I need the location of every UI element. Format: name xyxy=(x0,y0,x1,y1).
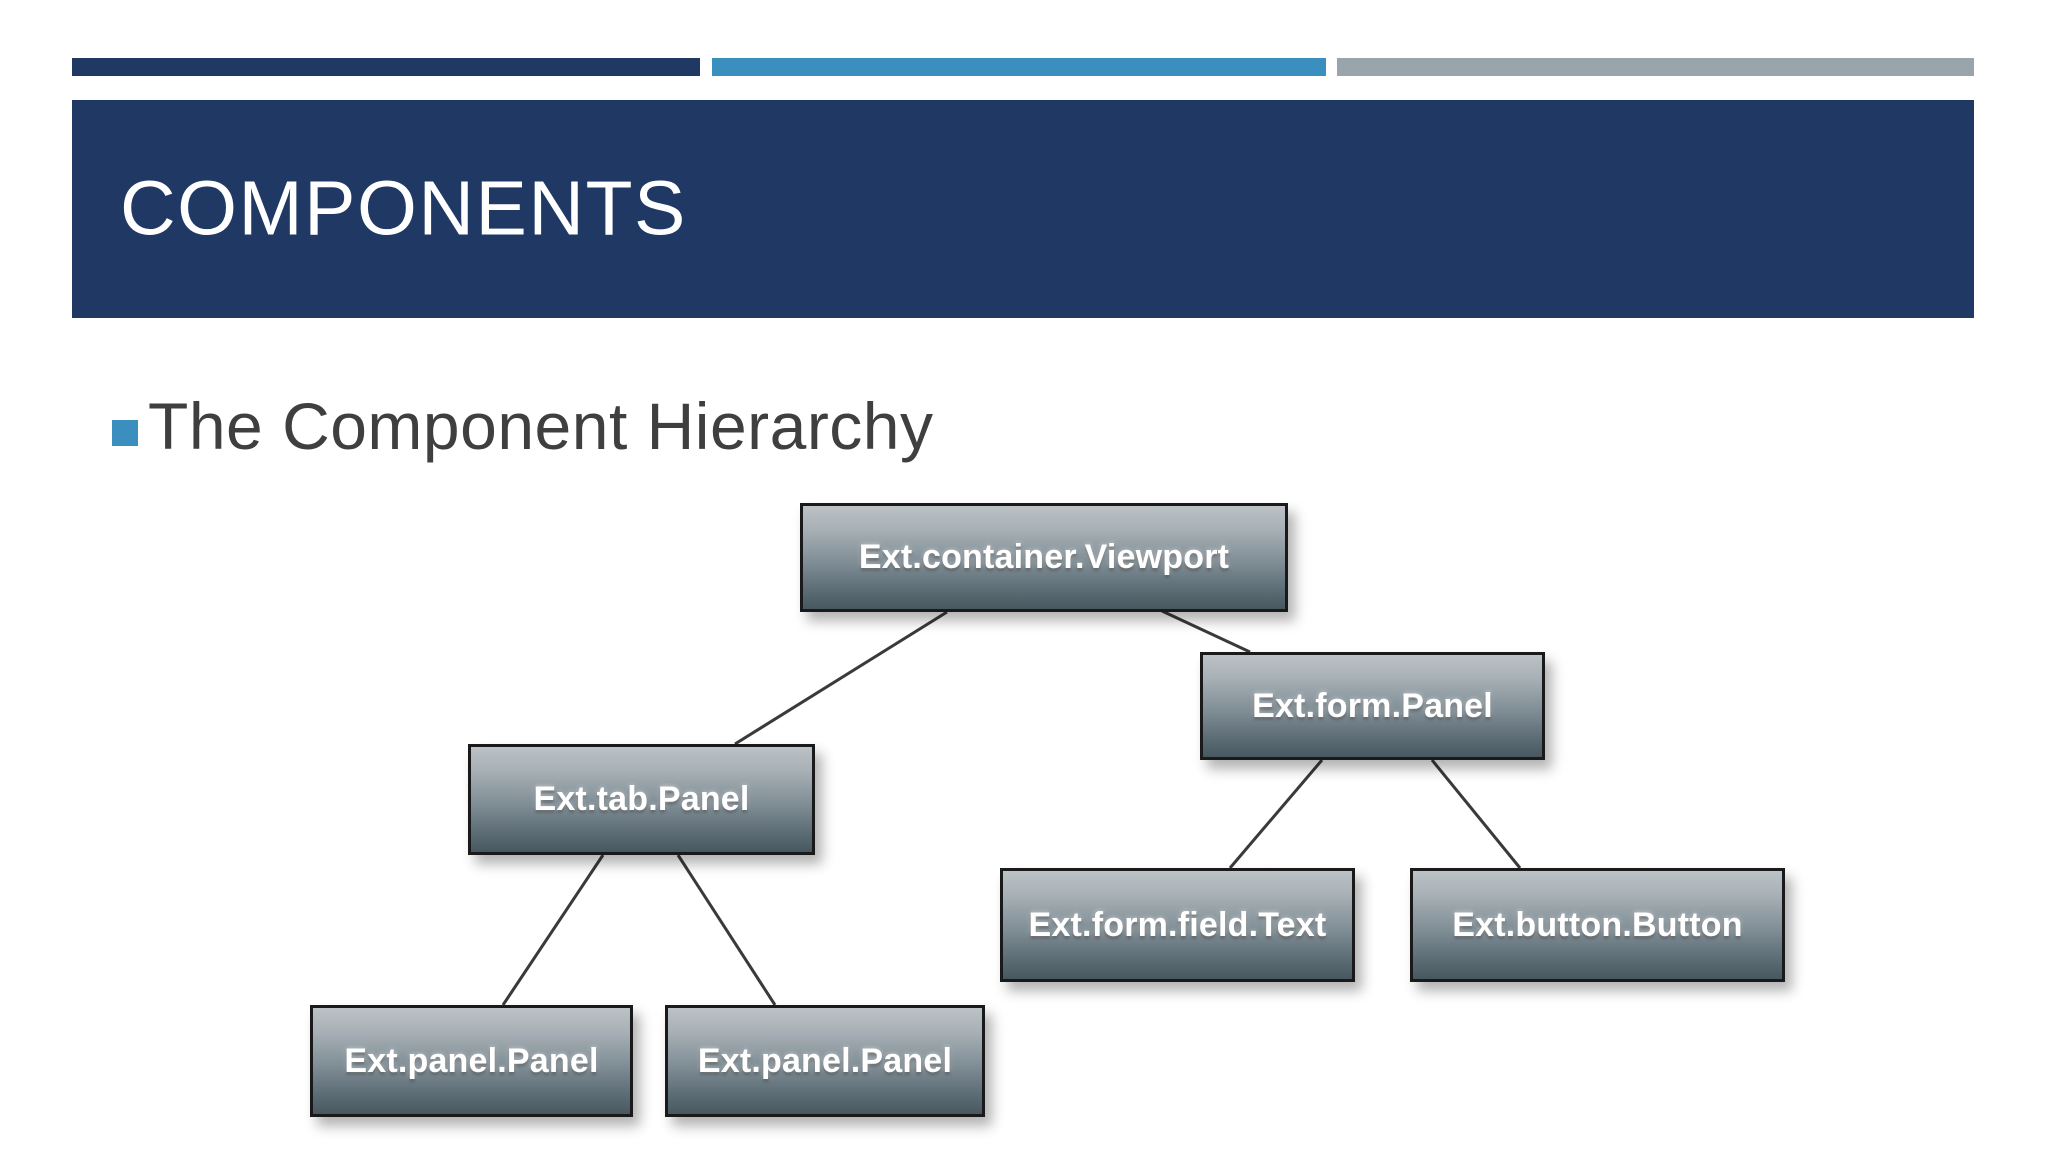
diagram-node-panel1: Ext.panel.Panel xyxy=(310,1005,633,1117)
bullet-list-item: The Component Hierarchy xyxy=(112,388,934,464)
diagram-edge-viewport-to-formpanel xyxy=(1161,609,1251,654)
diagram-node-tabpanel: Ext.tab.Panel xyxy=(468,744,815,855)
diagram-node-button: Ext.button.Button xyxy=(1410,868,1785,982)
title-banner: COMPONENTS xyxy=(72,100,1974,318)
diagram-node-label: Ext.tab.Panel xyxy=(533,780,750,818)
diagram-edge-tabpanel-to-panel2 xyxy=(676,854,777,1006)
diagram-node-label: Ext.panel.Panel xyxy=(344,1041,599,1080)
accent-bar-gray xyxy=(1337,58,1974,76)
diagram-node-label: Ext.button.Button xyxy=(1452,905,1743,944)
accent-bar-blue xyxy=(712,58,1326,76)
diagram-edge-formpanel-to-fieldtext xyxy=(1228,759,1324,869)
diagram-node-label: Ext.form.Panel xyxy=(1252,686,1493,725)
diagram-edge-formpanel-to-button xyxy=(1430,759,1522,869)
bullet-square-icon xyxy=(112,420,138,446)
diagram-node-viewport: Ext.container.Viewport xyxy=(800,503,1288,612)
diagram-edge-viewport-to-tabpanel xyxy=(734,610,948,746)
diagram-node-formpanel: Ext.form.Panel xyxy=(1200,652,1545,760)
diagram-node-panel2: Ext.panel.Panel xyxy=(665,1005,985,1117)
diagram-edge-tabpanel-to-panel1 xyxy=(501,854,605,1006)
diagram-node-label: Ext.panel.Panel xyxy=(697,1041,953,1080)
bullet-item-label: The Component Hierarchy xyxy=(148,389,934,463)
diagram-node-label: Ext.container.Viewport xyxy=(858,538,1230,576)
accent-bar-navy xyxy=(72,58,700,76)
page-title: COMPONENTS xyxy=(120,165,687,252)
diagram-node-fieldtext: Ext.form.field.Text xyxy=(1000,868,1355,982)
diagram-node-label: Ext.form.field.Text xyxy=(1028,905,1327,944)
